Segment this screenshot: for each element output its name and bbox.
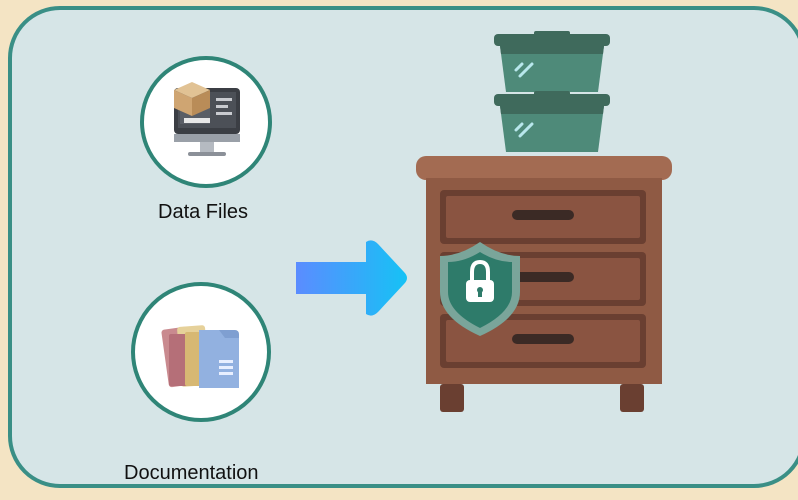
arrow-icon	[296, 240, 407, 316]
stacked-folders-icon	[161, 325, 239, 388]
storage-box-bottom-icon	[494, 91, 610, 152]
storage-box-top-icon	[494, 31, 610, 92]
documentation-label: Documentation	[124, 462, 259, 484]
data-files-label: Data Files	[158, 201, 249, 223]
computer-with-package-icon	[174, 82, 240, 156]
shield-lock-icon	[440, 242, 520, 336]
data-files-circle	[140, 56, 272, 188]
diagram-panel	[8, 6, 798, 488]
documentation-circle	[131, 282, 271, 422]
